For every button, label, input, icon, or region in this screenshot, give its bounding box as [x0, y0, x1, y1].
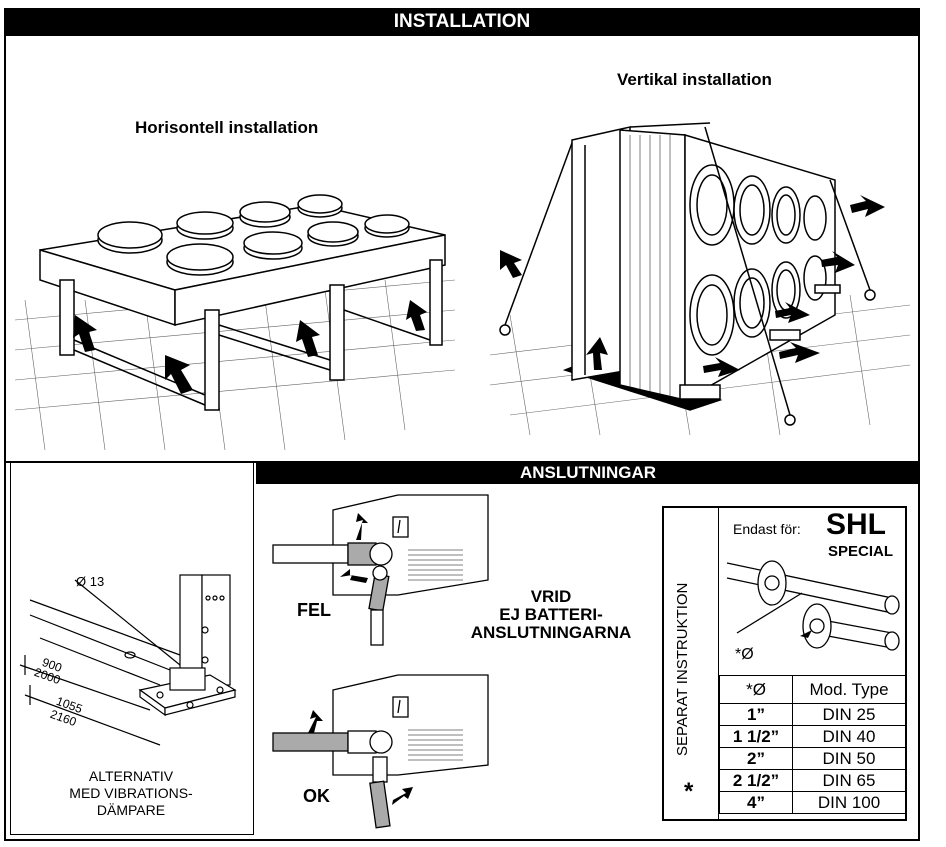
vibration-caption-line: DÄMPARE — [96, 802, 166, 818]
table-header-diameter: *Ø — [719, 675, 793, 704]
table-cell-din: DIN 65 — [792, 769, 906, 792]
table-row: 4” DIN 100 — [719, 791, 906, 814]
table-cell-size: 4” — [719, 791, 793, 814]
table-header-type: Mod. Type — [792, 675, 906, 704]
dimension-table: *Ø Mod. Type 1” DIN 25 1 1/2” DIN 40 2” … — [719, 675, 906, 814]
table-cell-din: DIN 100 — [792, 791, 906, 814]
table-cell-size: 2” — [719, 747, 793, 770]
only-for-label: Endast för: — [733, 521, 801, 537]
vertical-installation-drawing — [489, 122, 911, 436]
model-sub: SPECIAL — [828, 543, 894, 560]
vibration-damper-drawing — [19, 574, 237, 746]
table-row: 2 1/2” DIN 65 — [719, 769, 906, 792]
model-name: SHL — [826, 508, 886, 541]
instruction-text: VRID EJ BATTERI- ANSLUTNINGARNA — [446, 588, 656, 642]
instruction-line: EJ BATTERI- — [499, 605, 603, 624]
hole-diameter-label: Ø 13 — [76, 574, 105, 589]
separate-instruction-label: SEPARAT INSTRUKTION — [674, 582, 691, 756]
vibration-caption-line: ALTERNATIV — [88, 768, 174, 784]
vibration-panel — [10, 463, 254, 835]
table-cell-din: DIN 40 — [792, 725, 906, 748]
wrong-label: FEL — [297, 600, 331, 620]
instruction-line: ANSLUTNINGARNA — [470, 623, 632, 642]
table-header-row: *Ø Mod. Type — [719, 675, 906, 704]
horizontal-installation-drawing — [14, 194, 456, 451]
wrong-connection-drawing — [272, 494, 489, 646]
table-cell-size: 2 1/2” — [719, 769, 793, 792]
table-row: 2” DIN 50 — [719, 747, 906, 770]
side-label-wrap: SEPARAT INSTRUKTION — [664, 506, 718, 776]
table-row: 1 1/2” DIN 40 — [719, 725, 906, 748]
installation-header: INSTALLATION — [4, 8, 920, 36]
table-cell-din: DIN 50 — [792, 747, 906, 770]
shl-box — [662, 506, 907, 821]
table-row: 1” DIN 25 — [719, 703, 906, 726]
flange-pipes-drawing — [726, 560, 900, 651]
connections-header: ANSLUTNINGAR — [256, 461, 920, 484]
diameter-symbol: *Ø — [735, 646, 754, 663]
shl-box-vertical-divider — [718, 508, 719, 820]
vibration-caption-line: MED VIBRATIONS- — [69, 785, 193, 801]
instruction-line: VRID — [530, 587, 572, 606]
table-cell-size: 1” — [719, 703, 793, 726]
vibration-caption: ALTERNATIV MED VIBRATIONS- DÄMPARE — [20, 768, 242, 819]
connections-title: ANSLUTNINGAR — [520, 463, 656, 482]
installation-title: INSTALLATION — [393, 11, 531, 32]
ok-connection-drawing — [272, 674, 489, 829]
horizontal-title: Horisontell installation — [135, 118, 319, 137]
ok-label: OK — [303, 786, 330, 806]
table-cell-size: 1 1/2” — [719, 725, 793, 748]
vertical-title: Vertikal installation — [617, 70, 772, 89]
table-cell-din: DIN 25 — [792, 703, 906, 726]
asterisk-marker: * — [684, 778, 694, 805]
